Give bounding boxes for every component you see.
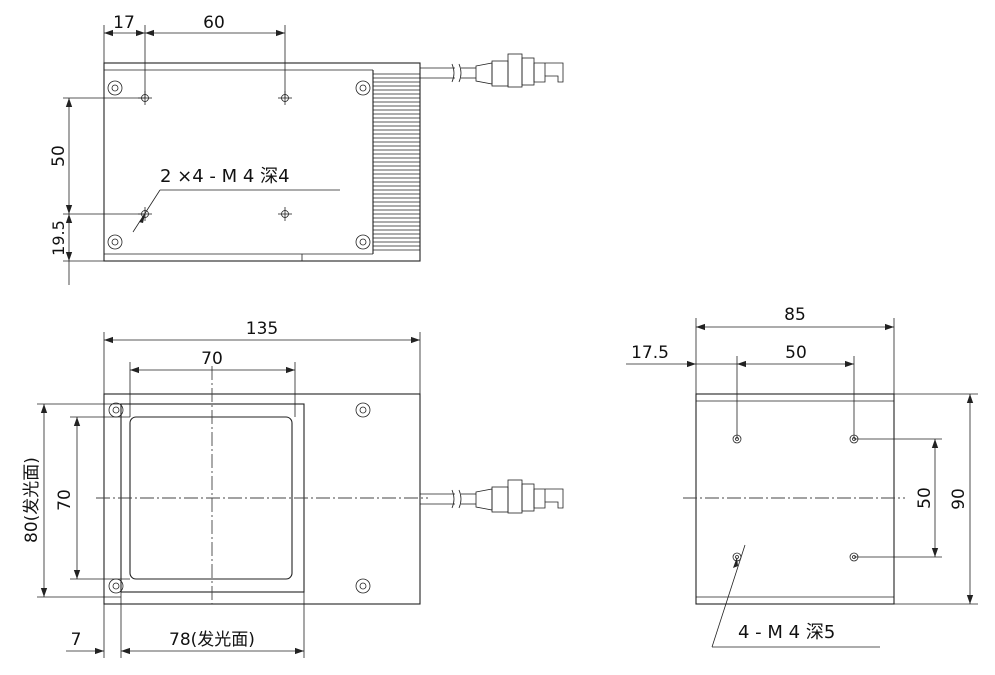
front-view-body [103,393,421,605]
dim-label: 60 [203,13,225,33]
thread-note: 4 - M 4 深5 [738,622,835,643]
dim-label: 70 [201,349,223,369]
heat-sink-fins [373,73,420,251]
mount-hole [355,80,371,96]
dim-label: 70 [55,489,75,511]
mount-hole [107,234,123,250]
dim-label: 17.5 [631,343,669,363]
top-view: 17 60 50 19.5 2 ×4 - M 4 深4 [49,13,564,285]
dim-label: 78(发光面) [169,630,255,650]
cable-connector [420,53,564,88]
dim-label: 80(发光面) [22,457,42,543]
dim-label: 7 [71,630,82,650]
dim-label: 50 [49,145,69,167]
mount-hole [355,578,371,594]
side-view-body [695,393,895,605]
side-view: 85 17.5 50 50 90 4 - M 4 深5 [626,305,978,648]
dim-label: 17 [113,13,135,33]
threaded-hole [278,207,292,221]
thread-note: 2 ×4 - M 4 深4 [160,166,290,187]
dim-label: 50 [915,487,935,509]
front-view: 135 70 80(发光面) 70 7 78(发光面) [22,319,564,658]
dim-label: 135 [246,319,278,339]
dim-label: 50 [785,343,807,363]
cable-connector [420,479,564,514]
mount-hole [355,402,371,418]
dim-label: 90 [949,488,969,510]
dim-label: 19.5 [49,220,68,256]
dim-label: 85 [784,305,806,325]
mount-hole [355,234,371,250]
mount-hole [107,80,123,96]
